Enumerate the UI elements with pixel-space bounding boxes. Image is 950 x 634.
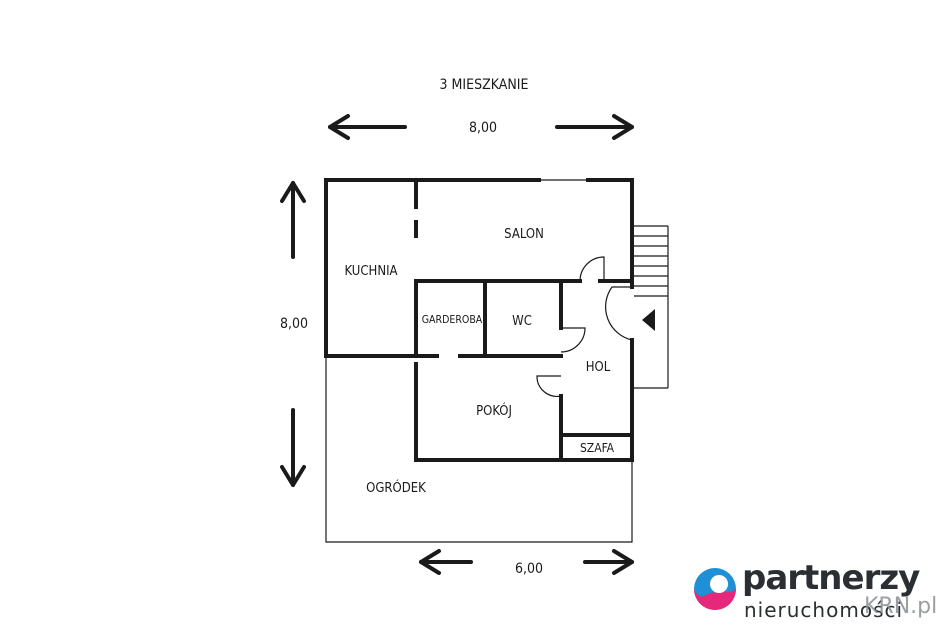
bottom-dimension-arrow <box>419 549 634 575</box>
room-label-garderoba: GARDEROBA <box>422 314 483 326</box>
top-dimension-arrow <box>328 114 634 140</box>
brand-name: partnerzy <box>742 558 920 598</box>
stairs <box>634 225 669 389</box>
brand-subtitle: nieruchomości <box>744 598 903 622</box>
plan-title: 3 MIESZKANIE <box>440 77 529 93</box>
brand-sub-text: nieruchomości <box>744 598 904 622</box>
left-dimension-arrow <box>280 181 306 487</box>
krn-watermark: KRN.pl <box>864 594 938 619</box>
room-label-ogrodek: OGRÓDEK <box>366 480 426 496</box>
door-swings <box>536 256 633 397</box>
bottom-width-label: 6,00 <box>515 561 543 577</box>
partnerzy-logo-icon <box>694 568 736 610</box>
brand-logo: partnerzy nieruchomości KRN.pl <box>692 558 950 634</box>
entrance-arrow-icon <box>642 309 655 331</box>
room-label-hol: HOL <box>586 360 611 375</box>
room-label-salon: SALON <box>504 227 544 242</box>
room-label-szafa: SZAFA <box>580 441 615 455</box>
room-label-kuchnia: KUCHNIA <box>344 264 397 279</box>
room-label-pokoj: POKÓJ <box>476 403 512 419</box>
room-label-wc: WC <box>512 314 532 329</box>
walls <box>324 178 634 462</box>
left-height-label: 8,00 <box>280 316 308 332</box>
garden-outline <box>325 356 633 543</box>
top-width-label: 8,00 <box>469 120 497 136</box>
